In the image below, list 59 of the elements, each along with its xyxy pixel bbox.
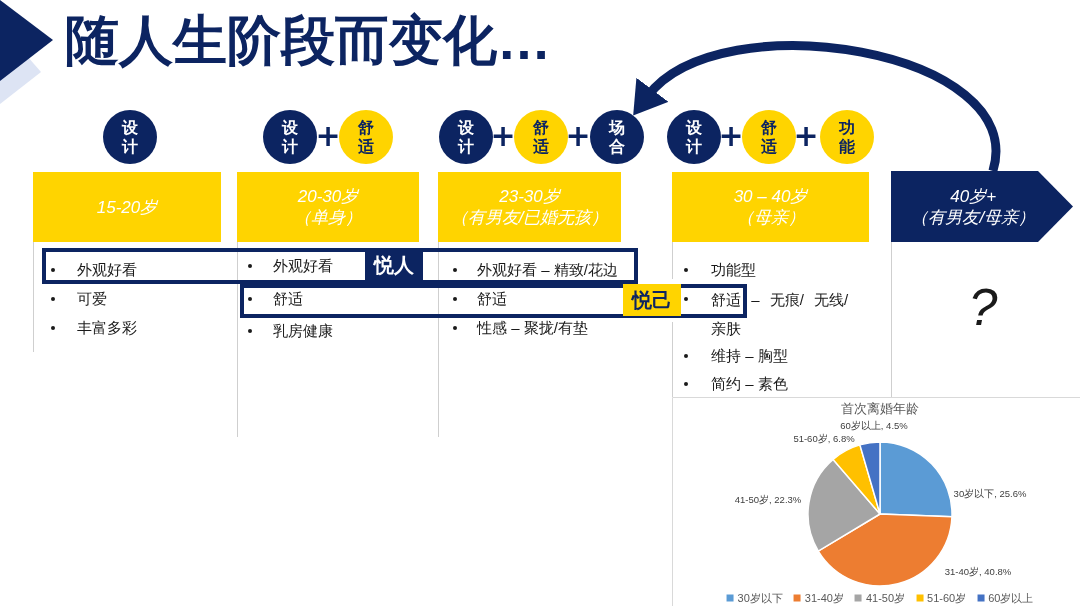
stage-arrow (891, 171, 1073, 242)
highlight-frame (240, 284, 747, 318)
plus-sign: + (565, 121, 591, 151)
curved-arrow (630, 41, 1000, 172)
legend-label: 51-60岁 (927, 591, 967, 605)
stage-header (672, 172, 869, 242)
legend-label: 41-50岁 (865, 591, 906, 605)
data-label: 31-40岁, 40.8% (944, 566, 1012, 578)
list-item: 丰富多彩 (77, 318, 137, 338)
keyword-circle: 功能 (820, 110, 874, 164)
list-item: 维持 – 胸型 (711, 346, 788, 366)
list-item: 舒适 – 无痕/ 无线/亲肤 (711, 289, 850, 339)
life-stage: （母亲） (736, 207, 805, 228)
list-item: 外观好看 (273, 256, 333, 276)
age-range: 30 – 40岁 (733, 186, 808, 207)
life-stage: （有男友/已婚无孩） (450, 207, 609, 228)
age-range: 23-30岁 (499, 186, 560, 207)
stage-header (33, 172, 221, 242)
data-label: 60岁以上, 4.5% (840, 420, 908, 432)
question-mark: ? (968, 279, 998, 335)
stage-header (237, 172, 419, 242)
keyword-circle: 设计 (263, 110, 317, 164)
chart-title: 首次离婚年龄 (841, 401, 919, 417)
frame-tag: 悦己 (623, 284, 681, 316)
legend-label: 31-40岁 (804, 591, 844, 605)
age-range: 40岁+ (950, 185, 997, 207)
life-stage: （单身） (294, 207, 362, 228)
list-item: 可爱 (77, 289, 107, 309)
plus-sign: + (793, 121, 819, 151)
stage-header (438, 172, 621, 242)
list-item: 乳房健康 (273, 321, 333, 341)
keyword-circle: 设计 (103, 110, 157, 164)
plus-sign: + (490, 121, 516, 151)
legend-label: 30岁以下 (737, 591, 783, 605)
list-item: 舒适 (477, 289, 507, 309)
keyword-circle: 设计 (439, 110, 493, 164)
highlight-frame (42, 248, 638, 284)
list-item: 舒适 (273, 289, 303, 309)
plus-sign: + (315, 121, 341, 151)
keyword-circle: 舒适 (514, 110, 568, 164)
list-item: 外观好看 (77, 260, 137, 280)
slide-title: 随人生阶段而变化… (65, 10, 551, 70)
keyword-circle: 场合 (590, 110, 644, 164)
life-stage: （有男友/母亲） (911, 206, 1036, 228)
list-item: 简约 – 素色 (711, 374, 788, 394)
age-range: 15-20岁 (96, 196, 158, 218)
keyword-circle: 舒适 (339, 110, 393, 164)
data-label: 51-60岁, 6.8% (793, 433, 855, 445)
list-item: 性感 – 聚拢/有垫 (477, 318, 588, 338)
keyword-circle: 设计 (667, 110, 721, 164)
keyword-circle: 舒适 (742, 110, 796, 164)
list-item: 功能型 (711, 260, 756, 280)
plus-sign: + (718, 121, 744, 151)
frame-tag: 悦人 (365, 249, 423, 281)
data-label: 30岁以下, 25.6% (953, 488, 1027, 500)
data-label: 41-50岁, 22.3% (734, 494, 802, 506)
age-range: 20-30岁 (297, 186, 359, 207)
legend-label: 60岁以上 (988, 591, 1034, 605)
list-item: 外观好看 – 精致/花边 (477, 260, 618, 280)
